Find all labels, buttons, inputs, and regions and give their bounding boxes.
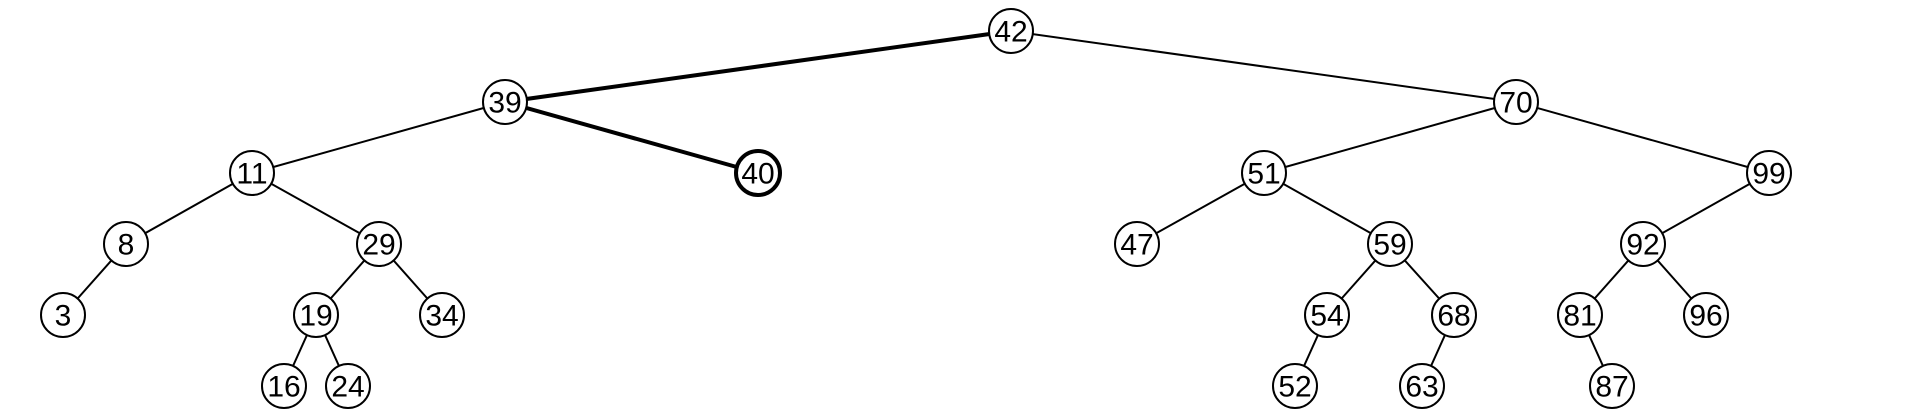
node-label-52: 52 — [1278, 371, 1311, 404]
tree-node-63: 63 — [1399, 363, 1445, 409]
node-label-42: 42 — [994, 16, 1027, 49]
tree-node-11: 11 — [229, 150, 275, 196]
node-label-87: 87 — [1595, 371, 1628, 404]
tree-node-34: 34 — [419, 292, 465, 338]
node-label-54: 54 — [1310, 300, 1343, 333]
node-circle-19 — [293, 292, 339, 338]
node-label-34: 34 — [425, 300, 458, 333]
tree-node-40: 40 — [734, 149, 782, 197]
node-label-92: 92 — [1626, 229, 1659, 262]
node-label-40: 40 — [741, 158, 774, 191]
node-circle-59 — [1367, 221, 1413, 267]
tree-node-87: 87 — [1589, 363, 1635, 409]
node-circle-29 — [356, 221, 402, 267]
tree-node-24: 24 — [325, 363, 371, 409]
node-circle-63 — [1399, 363, 1445, 409]
node-label-59: 59 — [1373, 229, 1406, 262]
node-circle-39 — [482, 79, 528, 125]
node-circle-96 — [1683, 292, 1729, 338]
node-label-51: 51 — [1247, 158, 1280, 191]
node-label-96: 96 — [1689, 300, 1722, 333]
tree-node-54: 54 — [1304, 292, 1350, 338]
node-circle-81 — [1557, 292, 1603, 338]
tree-node-42: 42 — [988, 8, 1034, 54]
tree-node-19: 19 — [293, 292, 339, 338]
node-label-16: 16 — [267, 371, 300, 404]
node-label-11: 11 — [236, 158, 267, 191]
edge-42-70 — [1010, 30, 1517, 103]
node-label-19: 19 — [299, 300, 332, 333]
node-label-70: 70 — [1499, 87, 1532, 120]
edge-51-59 — [1263, 172, 1391, 245]
node-circle-8 — [103, 221, 149, 267]
edge-70-51 — [1263, 101, 1517, 174]
tree-node-92: 92 — [1620, 221, 1666, 267]
node-label-68: 68 — [1437, 300, 1470, 333]
tree-node-3: 3 — [40, 292, 86, 338]
nodes-layer: 42 39 70 11 40 51 99 8 29 47 59 92 3 19 34 54 68 81 96 16 24… — [40, 8, 1792, 409]
edge-39-40 — [504, 100, 759, 175]
edge-11-8 — [125, 172, 253, 245]
edge-99-92 — [1642, 172, 1770, 245]
tree-node-8: 8 — [103, 221, 149, 267]
node-circle-24 — [325, 363, 371, 409]
tree-node-51: 51 — [1241, 150, 1287, 196]
node-circle-92 — [1620, 221, 1666, 267]
node-circle-11 — [229, 150, 275, 196]
node-circle-99 — [1746, 150, 1792, 196]
node-circle-40 — [734, 149, 782, 197]
tree-node-39: 39 — [482, 79, 528, 125]
node-label-24: 24 — [331, 371, 364, 404]
node-circle-51 — [1241, 150, 1287, 196]
node-circle-70 — [1493, 79, 1539, 125]
node-circle-3 — [40, 292, 86, 338]
tree-node-47: 47 — [1114, 221, 1160, 267]
tree-node-52: 52 — [1272, 363, 1318, 409]
edge-11-29 — [251, 172, 380, 245]
node-label-81: 81 — [1563, 300, 1596, 333]
node-label-63: 63 — [1405, 371, 1438, 404]
tree-node-29: 29 — [356, 221, 402, 267]
tree-node-68: 68 — [1431, 292, 1477, 338]
tree-node-81: 81 — [1557, 292, 1603, 338]
node-circle-68 — [1431, 292, 1477, 338]
tree-node-70: 70 — [1493, 79, 1539, 125]
edge-51-47 — [1136, 172, 1265, 245]
edge-42-39 — [504, 29, 1012, 104]
node-label-3: 3 — [55, 300, 72, 333]
tree-node-99: 99 — [1746, 150, 1792, 196]
node-label-47: 47 — [1120, 229, 1153, 262]
node-circle-34 — [419, 292, 465, 338]
tree-node-96: 96 — [1683, 292, 1729, 338]
node-circle-42 — [988, 8, 1034, 54]
node-circle-87 — [1589, 363, 1635, 409]
tree-node-59: 59 — [1367, 221, 1413, 267]
node-circle-54 — [1304, 292, 1350, 338]
node-label-99: 99 — [1752, 158, 1785, 191]
node-label-39: 39 — [488, 87, 521, 120]
edge-39-11 — [251, 101, 506, 174]
edge-70-99 — [1515, 101, 1770, 174]
tree-node-16: 16 — [261, 363, 307, 409]
node-circle-52 — [1272, 363, 1318, 409]
node-circle-16 — [261, 363, 307, 409]
node-label-8: 8 — [118, 229, 135, 262]
node-label-29: 29 — [362, 229, 395, 262]
node-circle-47 — [1114, 221, 1160, 267]
